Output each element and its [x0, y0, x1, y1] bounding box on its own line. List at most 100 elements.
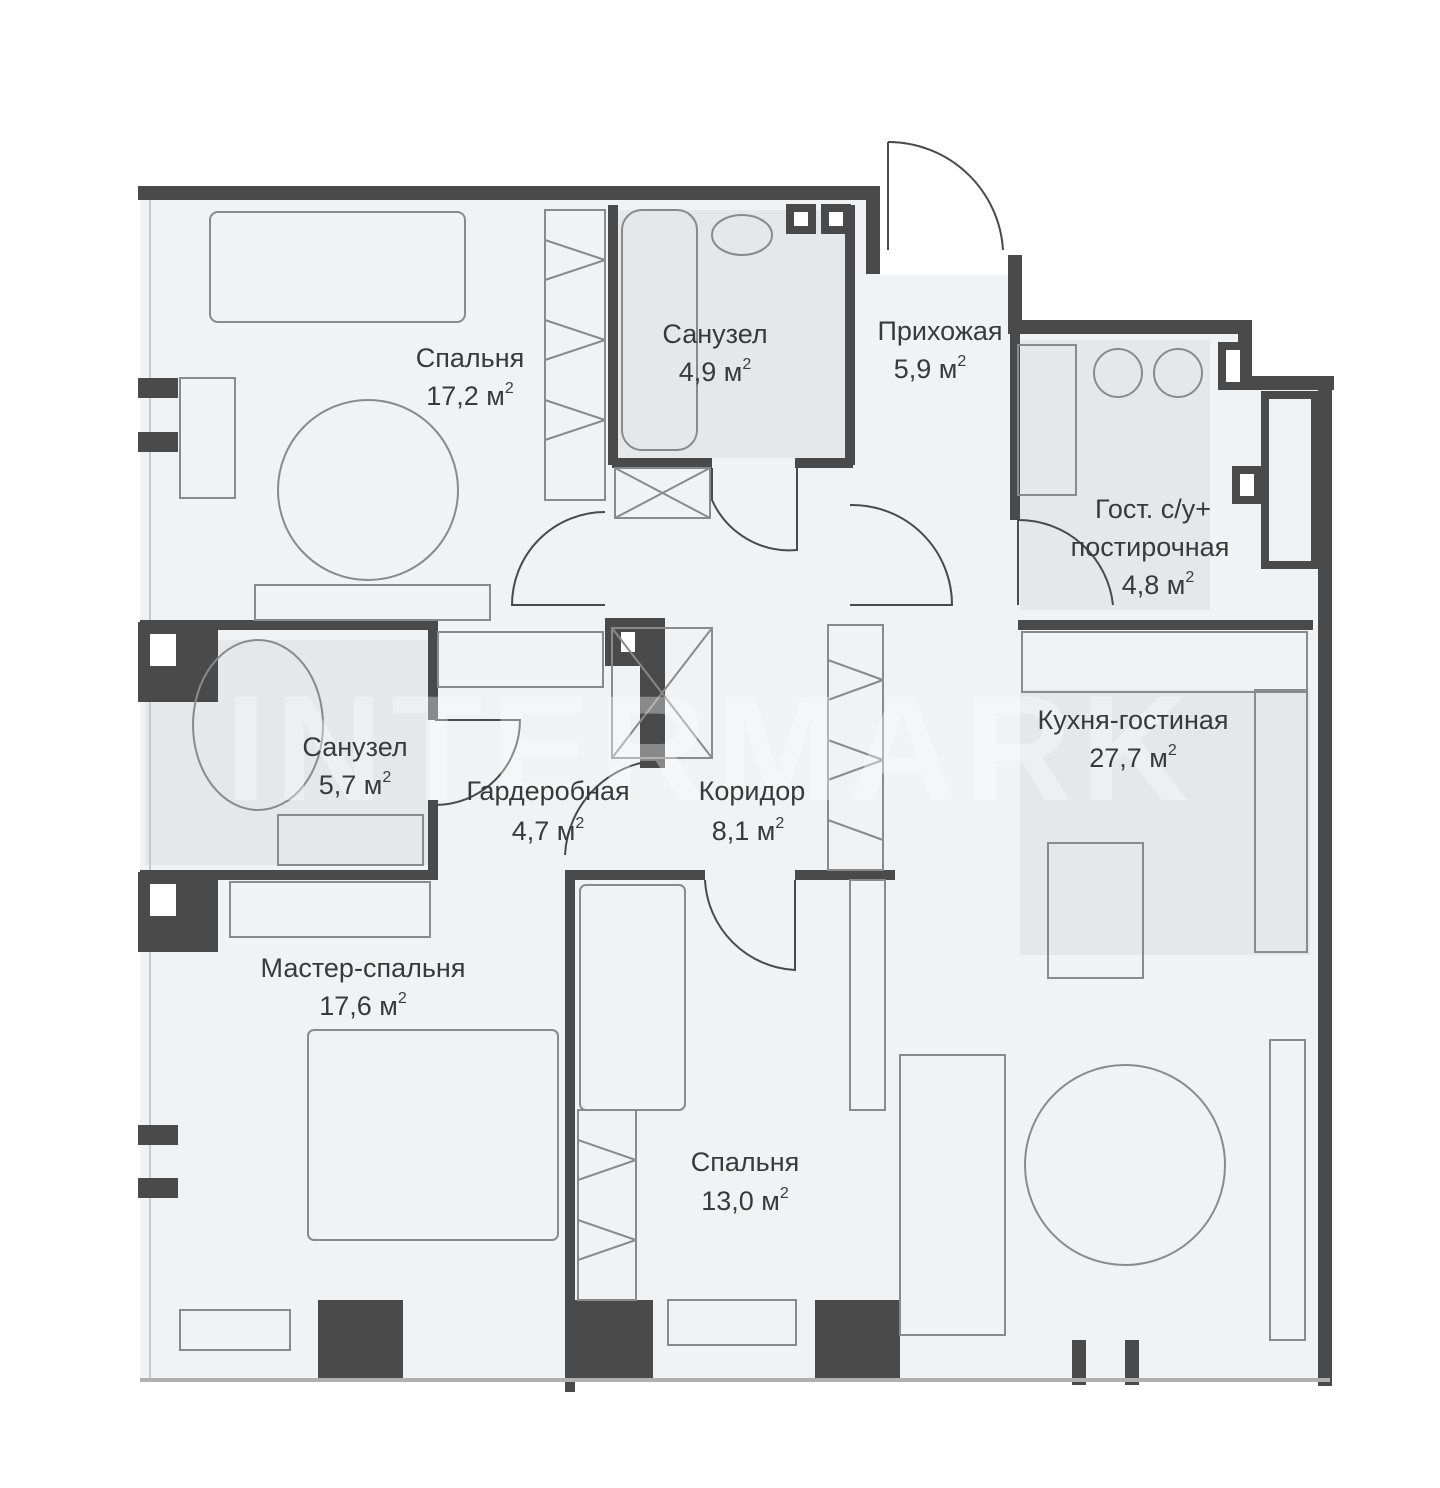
pier-hole-1 — [142, 626, 184, 674]
pier-bottom-2 — [568, 1300, 653, 1380]
wall-top-left — [138, 186, 880, 200]
room-area-bathroom-left: 5,7 м2 — [319, 769, 392, 800]
wall-partition-kitchen — [1018, 620, 1313, 630]
wall-bedroom-small-top — [565, 870, 705, 880]
room-labels: Спальня 17,2 м2 Санузел 4,9 м2 Прихожая … — [261, 316, 1230, 1216]
storage-bathroom-top — [614, 467, 711, 519]
shelf-corridor — [849, 879, 886, 1111]
shaft-5 — [613, 624, 643, 660]
shafts — [142, 204, 1262, 924]
shaft-1 — [786, 204, 816, 234]
closet-hallway — [1017, 344, 1077, 496]
rug-top — [277, 399, 459, 581]
sinks-left — [277, 814, 424, 866]
pier-bottom-4 — [1072, 1340, 1086, 1385]
wall-h-4 — [140, 870, 435, 880]
room-name-master: Мастер-спальня — [261, 953, 466, 983]
washer-1 — [1093, 348, 1143, 398]
bed-master — [307, 1029, 559, 1241]
room-area-wardrobe: 4,7 м2 — [512, 815, 585, 846]
wall-h-3 — [140, 620, 430, 630]
dining-table — [1047, 842, 1144, 979]
bathtub-left — [192, 639, 324, 811]
wall-h-2 — [795, 458, 853, 468]
desk-top — [179, 377, 236, 499]
closet-corridor — [827, 624, 884, 871]
room-name-bedroom-small: Спальня — [691, 1147, 800, 1177]
room-name-bathroom-top: Санузел — [662, 319, 767, 349]
tile-bathroom-top — [612, 210, 850, 458]
room-name2-guest-wc: постирочная — [1071, 532, 1230, 562]
tile-guest-wc — [1020, 340, 1210, 610]
tv-living — [1269, 1039, 1306, 1341]
room-name-guest-wc: Гост. с/у+ — [1095, 494, 1211, 524]
sofa — [899, 1054, 1006, 1336]
watermark: INTERMARK — [225, 664, 1197, 832]
pier-left-2 — [138, 432, 178, 452]
wall-entrance-right — [1008, 255, 1022, 330]
door-entrance — [887, 140, 1004, 251]
door-bathroom-left — [434, 719, 522, 806]
shaft-4 — [1232, 466, 1262, 504]
wall-h-1 — [612, 458, 712, 468]
pier-hole-2 — [142, 876, 184, 924]
wall-partition-2 — [845, 205, 855, 465]
bed-top — [209, 211, 466, 323]
tile-kitchen — [1020, 690, 1310, 955]
door-bedroom-small — [704, 879, 796, 972]
closet-wardrobe — [437, 631, 604, 688]
room-area-bedroom-top: 17,2 м2 — [426, 380, 514, 411]
wall-shaft — [1261, 391, 1319, 569]
rug-living — [1024, 1064, 1226, 1266]
room-name-hallway: Прихожая — [877, 316, 1002, 346]
room-area-bathroom-top: 4,9 м2 — [679, 356, 752, 387]
room-area-bedroom-small: 13,0 м2 — [701, 1185, 789, 1216]
closet-master — [229, 881, 431, 938]
desk-master — [179, 1309, 291, 1351]
bathtub-top — [621, 209, 698, 451]
tv-top — [254, 584, 491, 621]
wall-partition-1 — [608, 205, 618, 465]
storage-corridor — [611, 627, 713, 759]
wall-partition-3 — [1010, 330, 1020, 520]
room-name-kitchen: Кухня-гостиная — [1037, 705, 1228, 735]
room-name-bathroom-left: Санузел — [302, 732, 407, 762]
pier-bottom-3 — [815, 1300, 900, 1380]
closets — [229, 209, 1077, 1301]
kitchen-counter — [1021, 631, 1308, 693]
room-name-corridor: Коридор — [699, 776, 806, 806]
wall-step — [1238, 376, 1334, 390]
door-hallway — [849, 503, 954, 606]
pier-bottom-1 — [318, 1300, 403, 1380]
sink-top — [711, 214, 773, 256]
pier-bottom-5 — [1125, 1340, 1139, 1385]
doors — [434, 140, 1114, 972]
window-bottom-line — [140, 1378, 1330, 1382]
room-name-wardrobe: Гардеробная — [466, 776, 629, 806]
furniture — [179, 209, 1308, 1351]
wall-right — [1318, 376, 1332, 1386]
wall-v-wardrobe-2 — [428, 800, 438, 880]
room-area-kitchen: 27,7 м2 — [1089, 742, 1177, 773]
wall-bedroom-small-left — [565, 872, 575, 1392]
bed-small — [579, 884, 686, 1111]
pier-left-5 — [138, 1125, 178, 1145]
wall-top-stub — [866, 186, 880, 274]
shaft-2 — [821, 204, 851, 234]
room-name-bedroom-top: Спальня — [416, 343, 525, 373]
door-bedroom-top — [510, 511, 606, 606]
wall-top-mid — [1008, 320, 1252, 334]
washer-2 — [1153, 348, 1203, 398]
desk-small — [667, 1299, 797, 1346]
room-area-hallway: 5,9 м2 — [894, 353, 967, 384]
room-area-corridor: 8,1 м2 — [712, 815, 785, 846]
wall-bedroom-small-right — [795, 870, 895, 880]
door-wardrobe — [564, 758, 666, 856]
kitchen-stove — [1254, 689, 1308, 953]
room-area-guest-wc: 4,8 м2 — [1122, 569, 1195, 600]
wall-v-wardrobe — [428, 620, 438, 720]
closet-bedroom-top — [544, 209, 606, 501]
pier-left-6 — [138, 1178, 178, 1198]
door-bathroom-top — [711, 468, 798, 552]
